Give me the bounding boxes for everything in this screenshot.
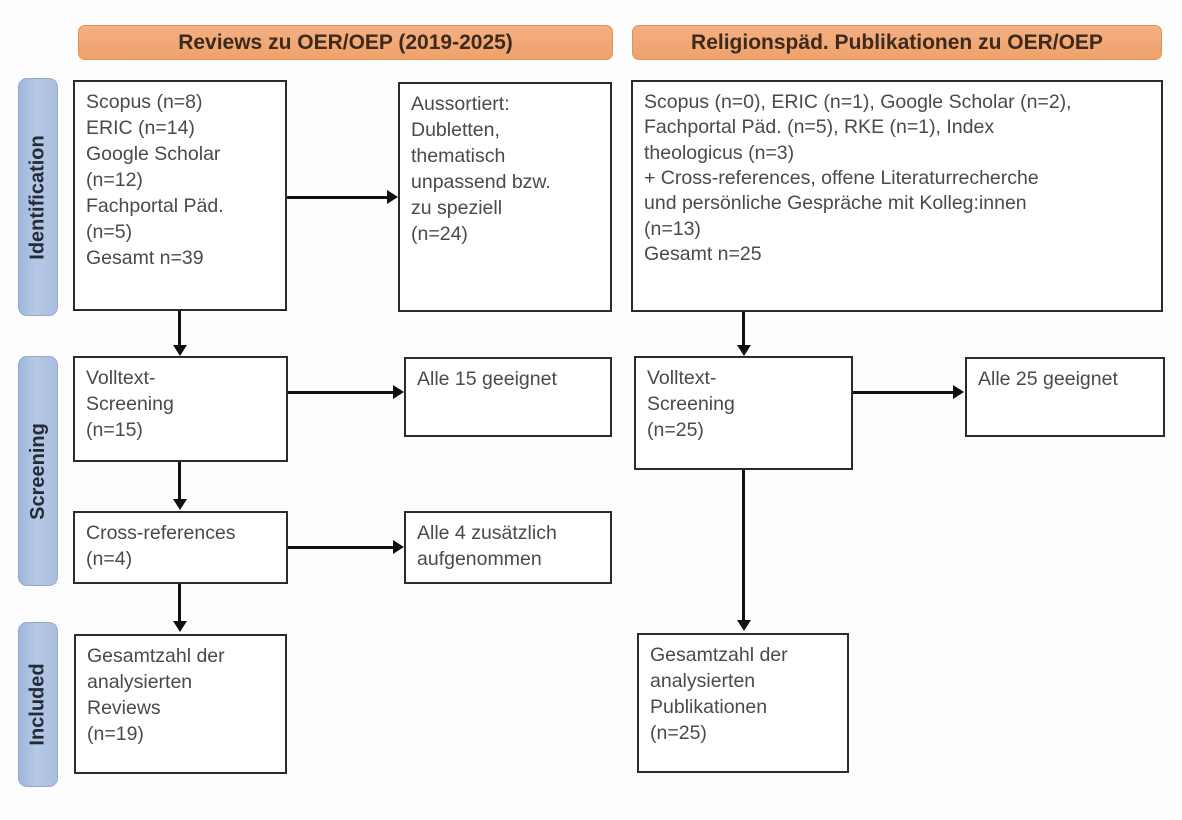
- stage-label-screening-text: Screening: [26, 422, 49, 520]
- box-left-screening-crossrefs: Cross-references (n=4): [73, 511, 288, 584]
- arrowhead-left-fulltext-to-eligible: [393, 385, 404, 399]
- column-header-religionspaed: Religionspäd. Publikationen zu OER/OEP: [632, 25, 1162, 60]
- arrowhead-right-fulltext-to-included: [736, 620, 751, 631]
- arrowhead-left-crossrefs-to-included: [172, 621, 187, 632]
- column-header-reviews: Reviews zu OER/OEP (2019-2025): [78, 25, 613, 60]
- stage-label-included: Included: [18, 622, 58, 787]
- connector-right-fulltext-to-included: [742, 470, 745, 621]
- box-left-included-total: Gesamtzahl der analysierten Reviews (n=1…: [74, 634, 287, 774]
- connector-left-crossrefs-to-result: [288, 546, 394, 549]
- connector-right-identification-to-screening: [742, 312, 745, 347]
- arrowhead-right-identification-to-screening: [736, 345, 751, 356]
- box-right-screening-eligible: Alle 25 geeignet: [965, 357, 1165, 437]
- box-right-screening-fulltext: Volltext- Screening (n=25): [634, 356, 853, 470]
- connector-right-fulltext-to-eligible: [853, 391, 954, 394]
- stage-label-included-text: Included: [26, 663, 49, 746]
- stage-label-identification-text: Identification: [26, 134, 49, 260]
- connector-left-identification-to-screening: [178, 311, 181, 347]
- column-header-religionspaed-text: Religionspäd. Publikationen zu OER/OEP: [691, 30, 1103, 54]
- stage-label-identification: Identification: [18, 78, 58, 316]
- connector-left-fulltext-to-crossrefs: [178, 462, 181, 500]
- box-left-identification-sources: Scopus (n=8) ERIC (n=14) Google Scholar …: [73, 80, 287, 311]
- arrowhead-left-identification-to-excluded: [387, 190, 398, 204]
- arrowhead-right-fulltext-to-eligible: [953, 385, 964, 399]
- stage-label-screening: Screening: [18, 356, 58, 586]
- box-right-identification-sources: Scopus (n=0), ERIC (n=1), Google Scholar…: [631, 80, 1163, 312]
- box-left-screening-eligible: Alle 15 geeignet: [404, 357, 612, 437]
- connector-left-fulltext-to-eligible: [288, 391, 394, 394]
- connector-left-crossrefs-to-included: [178, 584, 181, 622]
- box-left-screening-crossrefs-result: Alle 4 zusätzlich aufgenommen: [404, 511, 612, 584]
- connector-left-identification-to-excluded: [287, 196, 388, 199]
- box-left-screening-fulltext: Volltext- Screening (n=15): [73, 356, 288, 462]
- arrowhead-left-identification-to-screening: [172, 345, 187, 356]
- box-right-included-total: Gesamtzahl der analysierten Publikatione…: [637, 633, 849, 773]
- arrowhead-left-crossrefs-to-result: [393, 540, 404, 554]
- column-header-reviews-text: Reviews zu OER/OEP (2019-2025): [178, 30, 513, 54]
- box-left-identification-excluded: Aussortiert: Dubletten, thematisch unpas…: [398, 82, 612, 312]
- arrowhead-left-fulltext-to-crossrefs: [172, 499, 187, 510]
